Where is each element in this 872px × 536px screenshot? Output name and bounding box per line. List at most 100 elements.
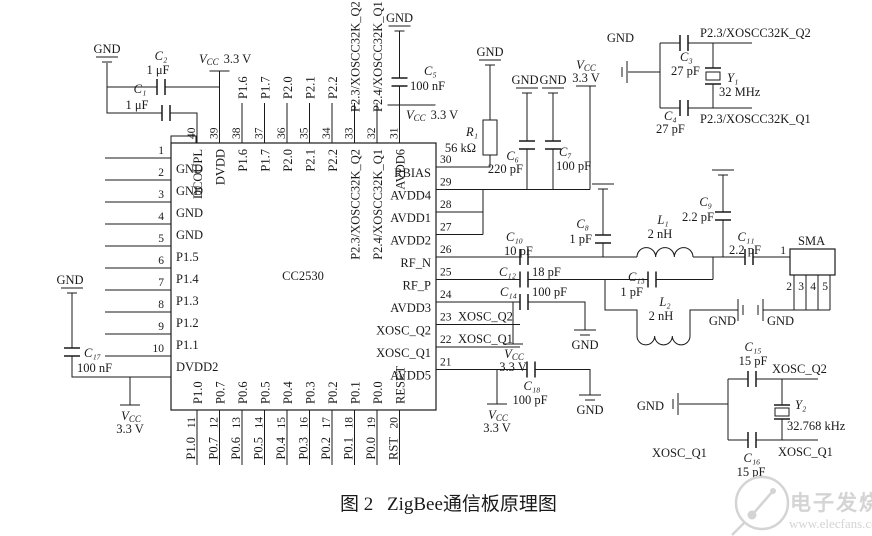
pin-inner-label: P0.0	[371, 381, 385, 404]
pin-number: 31	[389, 127, 401, 139]
ref-c2: C₂	[155, 49, 168, 63]
ref-c4: C₄	[664, 109, 677, 123]
ground-icon	[515, 87, 539, 94]
net-rf-n	[436, 169, 790, 280]
pin-inner-label: AVDD4	[390, 189, 431, 203]
ground-icon	[60, 287, 84, 294]
pin-number: 7	[158, 277, 164, 289]
pin-number: 1	[158, 145, 164, 157]
pin-number: 9	[158, 321, 164, 333]
sma-label: SMA	[798, 234, 825, 248]
pin-number: 21	[440, 357, 452, 369]
pin-number: 10	[153, 343, 165, 355]
pin-inner-label: GND	[176, 206, 203, 220]
figure-number: 图 2	[340, 494, 373, 515]
val-y1: 32 MHz	[719, 85, 761, 99]
pin-inner-label: P1.2	[176, 316, 199, 330]
pin-outer-label: P0.6	[229, 437, 243, 460]
val-c15: 15 pF	[739, 354, 768, 368]
net-avdd3	[436, 294, 597, 345]
pin-inner-label: AVDD1	[390, 211, 431, 225]
pin-number: 8	[158, 299, 164, 311]
pin-inner-label: AVDD2	[390, 234, 431, 248]
val-c10: 10 pF	[504, 244, 533, 258]
inductor-l2	[636, 335, 691, 346]
pin-number: 38	[231, 127, 243, 139]
pin-outer-label: RST	[387, 437, 401, 460]
chip-name: CC2530	[282, 269, 324, 283]
pin-number: 17	[321, 417, 333, 429]
pin-number: 2	[158, 167, 164, 179]
svg-text:3.3 V: 3.3 V	[572, 71, 600, 85]
ref-c7: C₇	[559, 145, 572, 159]
val-c2: 1 μF	[146, 63, 169, 77]
sma-pin-5: 5	[822, 281, 828, 293]
gnd-label: GND	[576, 403, 603, 417]
net-rf-p	[436, 271, 744, 346]
pin-inner-label: DVDD2	[176, 360, 218, 374]
sma-pin-1: 1	[780, 245, 786, 257]
val-c17: 100 nF	[77, 361, 112, 375]
pin-inner-label: XOSC_Q2	[376, 324, 431, 338]
ref-c9: C₉	[699, 195, 712, 209]
net-label-xoscc32k-q2: P2.3/XOSCC32K_Q2	[700, 26, 811, 40]
ref-c15: C₁₅	[744, 340, 761, 354]
ground-icon	[95, 56, 119, 63]
gnd-label: GND	[571, 338, 598, 352]
pin-inner-label: AVDD6	[394, 149, 408, 190]
pin-number: 25	[440, 267, 452, 279]
val-c7: 100 pF	[556, 159, 591, 173]
crystal-y1	[705, 71, 721, 81]
ref-c14: C₁₄	[500, 285, 517, 299]
net-rbias	[436, 59, 502, 168]
svg-text:VCC: VCC	[576, 58, 597, 73]
gnd-label: GND	[767, 314, 794, 328]
ground-icon	[573, 329, 597, 336]
net-avdd5	[436, 361, 602, 405]
pin-inner-label: RF_P	[403, 279, 432, 293]
watermark-logo	[731, 475, 790, 536]
ground-icon	[672, 392, 679, 416]
pin-number: 19	[366, 417, 378, 429]
gnd-label: GND	[709, 314, 736, 328]
pin-number: 35	[299, 127, 311, 139]
val-c1: 1 μF	[125, 98, 148, 112]
svg-text:3.3 V: 3.3 V	[483, 421, 511, 435]
pin-inner-label: GND	[176, 228, 203, 242]
net-xosc-stubs	[436, 324, 520, 348]
pin-number: 23	[440, 312, 452, 324]
val-c6: 220 pF	[488, 162, 523, 176]
crystal-y1-circuit	[621, 35, 752, 116]
chip-pin1-notch	[170, 135, 197, 144]
sma-pin-2: 2	[786, 281, 792, 293]
pin-number: 39	[209, 127, 221, 139]
net-avdd-bus	[436, 85, 596, 235]
val-y2: 32.768 kHz	[787, 419, 846, 433]
ref-c3: C₃	[680, 50, 693, 64]
pin-number: 18	[344, 417, 356, 429]
crystal-y2	[774, 407, 790, 417]
ref-c18: C₁₈	[523, 379, 540, 393]
pin-number: 33	[344, 127, 356, 139]
pin-inner-label: P0.2	[326, 381, 340, 404]
gnd-label: GND	[607, 31, 634, 45]
chip-pins: 1GND2GND3GND4GND5P1.56P1.47P1.38P1.29P1.…	[105, 1, 513, 465]
ground-icon	[757, 298, 764, 322]
pin-inner-label: P2.3/XOSCC32K_Q2	[349, 149, 363, 260]
ref-c1: C₁	[134, 82, 147, 96]
val-c4: 27 pF	[656, 122, 685, 136]
pin-inner-label: P0.3	[304, 381, 318, 404]
sma-pin-3: 3	[798, 281, 804, 293]
pin-outer-label: P2.1	[304, 76, 318, 99]
pin-inner-label: GND	[176, 184, 203, 198]
ground-icon	[478, 59, 502, 66]
pin-outer-label: P0.2	[319, 437, 333, 460]
sma-connector	[757, 248, 836, 322]
pin-inner-label: P0.5	[259, 381, 273, 404]
chip-body	[170, 142, 437, 411]
pin-number: 32	[366, 127, 378, 139]
pin-outer-label: P2.0	[281, 76, 295, 99]
pin-number: 3	[158, 189, 164, 201]
